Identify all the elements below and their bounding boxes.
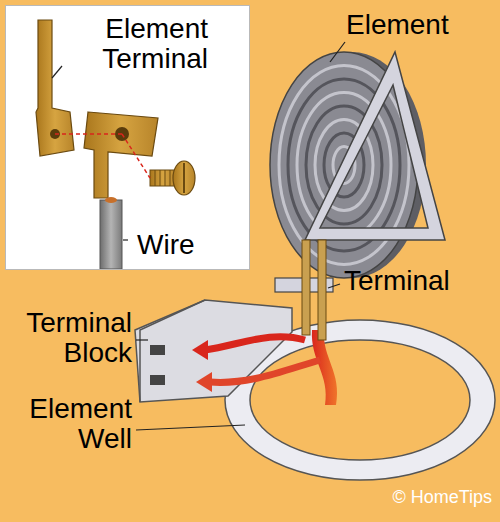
screw [150,161,195,195]
wire-core [105,197,117,203]
element-terminal-prong [275,240,333,340]
part-label: Terminal [344,266,494,296]
alignment-line [55,134,150,178]
inset-box: Element TerminalWire [5,5,250,270]
part-label: Wire [137,230,237,260]
part-label: Element [346,10,496,40]
watermark: © HomeTips [330,488,492,507]
leader-line [52,42,345,430]
part-label: Element Well [4,394,132,454]
part-label: Element Terminal [26,14,208,74]
element-terminal [36,20,74,156]
inset-ground [5,5,250,270]
terminal-strip [312,330,337,405]
part-label: Terminal Block [4,308,132,368]
element-support [305,52,445,240]
insert-arrow [192,337,320,392]
wire-bracket [84,112,158,198]
wire [100,200,122,269]
